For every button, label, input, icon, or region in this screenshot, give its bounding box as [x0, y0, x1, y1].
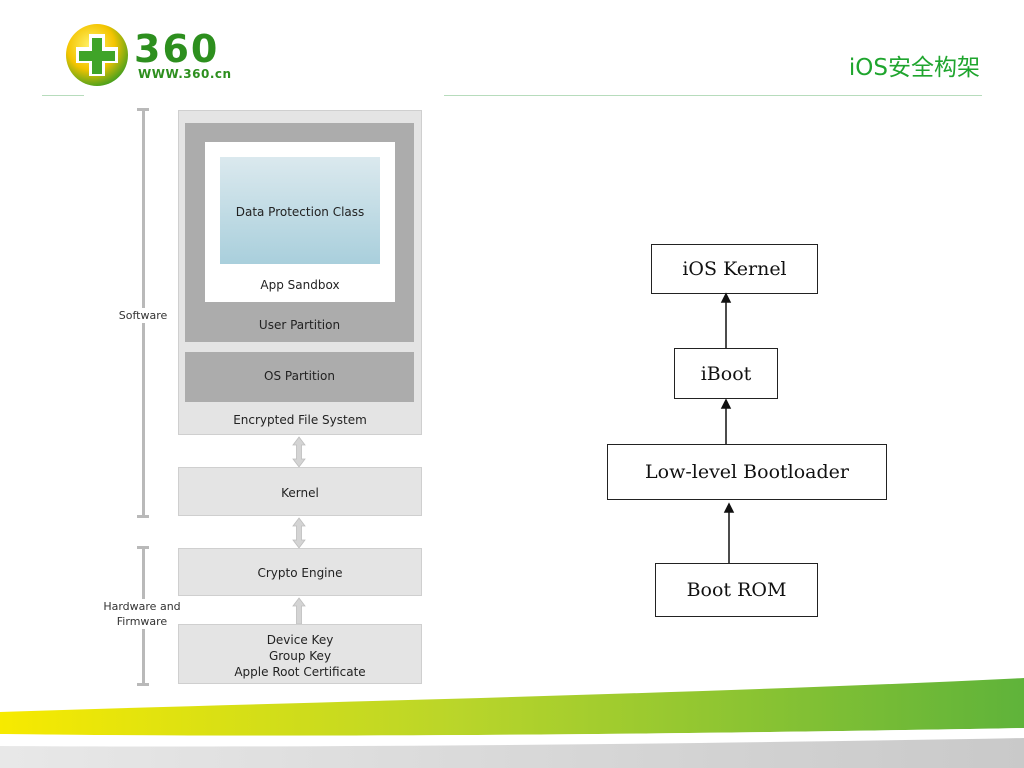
hardware-label: Hardware and Firmware [94, 599, 190, 629]
kernel-box: Kernel [178, 467, 422, 516]
crypto-engine-label: Crypto Engine [257, 566, 343, 580]
double-arrow-icon [292, 517, 306, 549]
boot-rom-box: Boot ROM [655, 563, 818, 617]
ios-kernel-box: iOS Kernel [651, 244, 818, 294]
header-divider-right [444, 95, 982, 96]
encrypted-fs-label: Encrypted File System [233, 413, 367, 427]
data-protection-class-box: Data Protection Class [220, 157, 380, 264]
header-divider-left [42, 95, 84, 96]
up-arrow-icon [292, 597, 306, 625]
slide-title: iOS安全构架 [848, 55, 980, 81]
logo-wordmark: 360 [134, 27, 220, 71]
hardware-keys-box: Device Key Group Key Apple Root Certific… [178, 624, 422, 684]
user-partition-label: User Partition [258, 318, 341, 332]
app-sandbox-label: App Sandbox [260, 278, 340, 292]
os-partition-box: OS Partition [185, 352, 414, 402]
hardware-bracket-top [137, 546, 149, 549]
crypto-engine-box: Crypto Engine [178, 548, 422, 596]
arrowhead-icon [720, 398, 732, 409]
boot-chain-arrows [720, 292, 735, 563]
kernel-label: Kernel [281, 486, 319, 500]
double-arrow-icon [292, 436, 306, 468]
software-bracket-top [137, 108, 149, 111]
low-level-bootloader-box: Low-level Bootloader [607, 444, 887, 500]
group-key-label: Group Key [268, 649, 332, 663]
arrowhead-icon [720, 292, 732, 303]
360-logo-icon [64, 22, 130, 88]
software-label: Software [108, 308, 178, 323]
device-key-label: Device Key [266, 633, 334, 647]
hardware-bracket-bottom [137, 683, 149, 686]
bottom-swoosh-decoration [0, 678, 1024, 768]
key-list: Device Key Group Key Apple Root Certific… [179, 632, 421, 680]
data-protection-label: Data Protection Class [235, 205, 365, 219]
arrowhead-icon [723, 502, 735, 513]
iboot-box: iBoot [674, 348, 778, 399]
logo-url: WWW.360.cn [138, 67, 232, 81]
os-partition-label: OS Partition [264, 369, 335, 383]
software-bracket-bottom [137, 515, 149, 518]
apple-root-cert-label: Apple Root Certificate [234, 665, 366, 679]
